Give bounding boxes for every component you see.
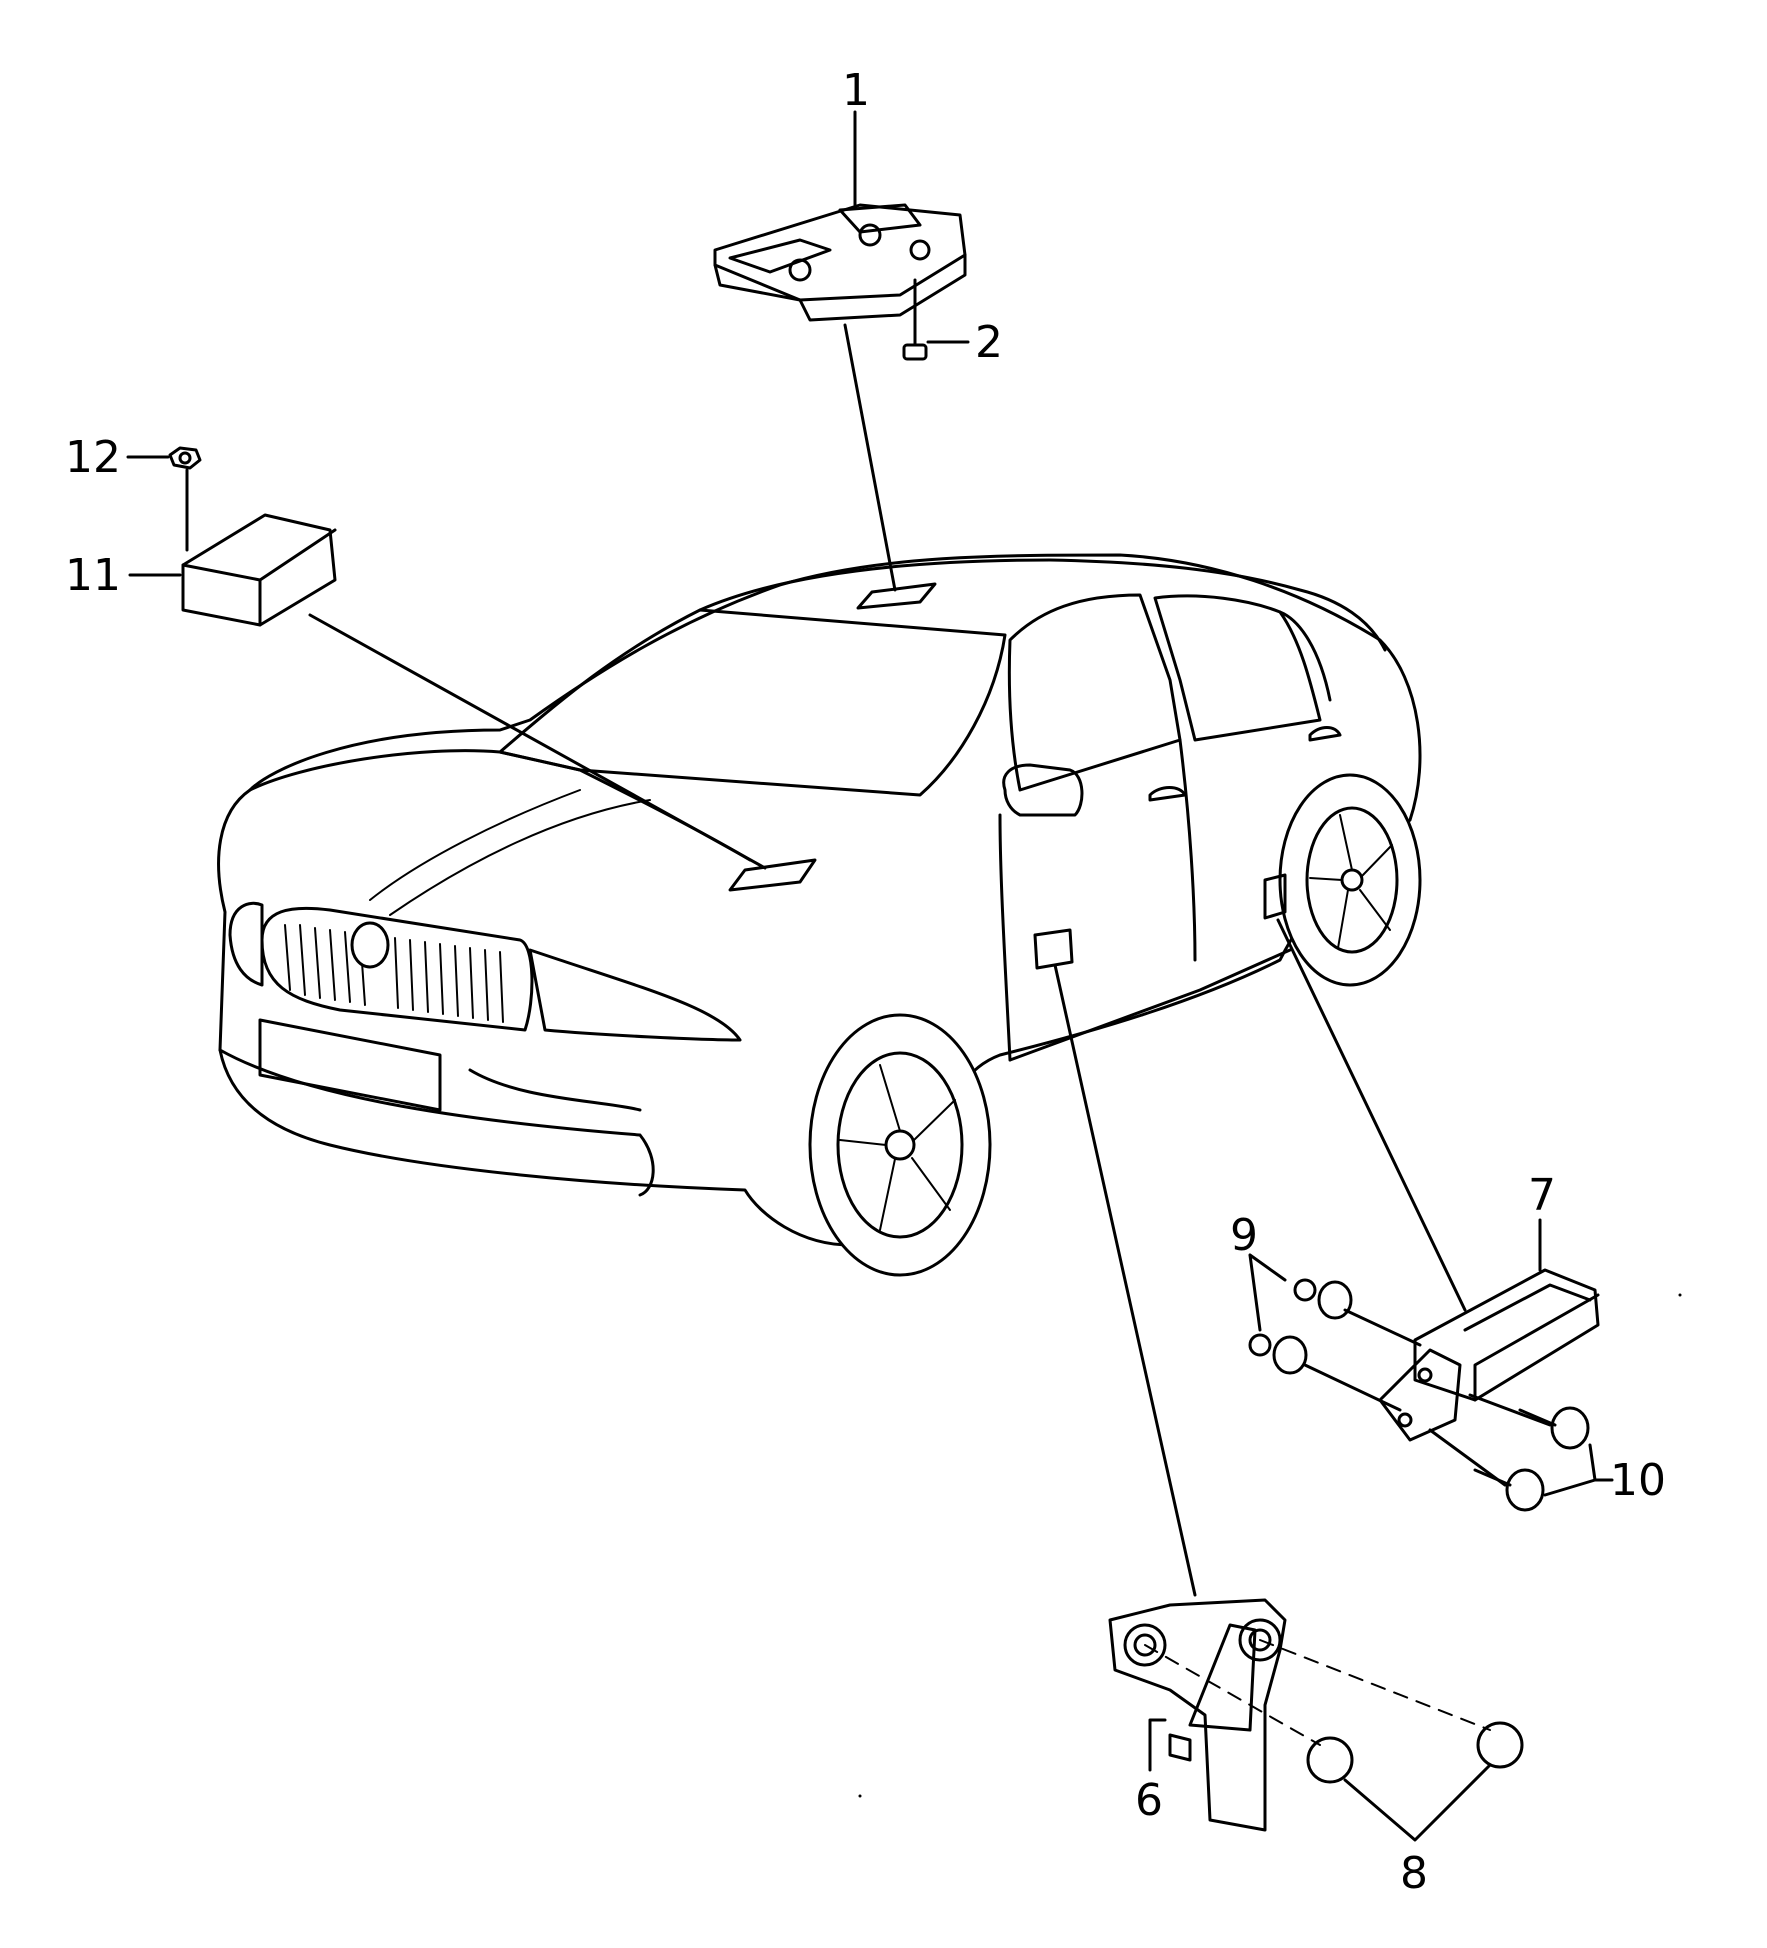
callout-7: 7 xyxy=(1528,1170,1556,1221)
part-8-plugs xyxy=(1306,1721,1524,1784)
callout-6: 6 xyxy=(1135,1775,1163,1826)
part-9-grommets xyxy=(1248,1278,1353,1375)
part-12-nut xyxy=(168,446,202,470)
callout-2: 2 xyxy=(975,317,1003,368)
callout-8: 8 xyxy=(1400,1848,1428,1899)
rear-side-window xyxy=(1153,594,1322,742)
leader-6 xyxy=(1148,1718,1167,1772)
hood-mount-mark xyxy=(728,858,817,892)
leader-7-to-car xyxy=(1276,918,1467,1312)
leader-lines xyxy=(126,110,1614,1842)
part-2-screw xyxy=(902,278,928,361)
leader-8-dash-a xyxy=(1144,1644,1321,1746)
headlight-right xyxy=(528,948,742,1042)
callout-9: 9 xyxy=(1230,1210,1258,1261)
leader-11-to-car xyxy=(308,613,767,870)
part-6-door-sensor xyxy=(1108,1598,1287,1832)
door-mount-mark xyxy=(1033,928,1074,970)
callout-12: 12 xyxy=(65,432,121,483)
roof-mount-mark xyxy=(856,582,937,610)
part-1-roof-unit xyxy=(713,203,967,322)
leader-1-to-car xyxy=(843,323,897,592)
leader-9 xyxy=(1248,1253,1287,1332)
leader-8-dash-b xyxy=(1259,1639,1491,1731)
badge-emblem xyxy=(350,921,390,969)
callout-10: 10 xyxy=(1610,1455,1666,1506)
leader-10 xyxy=(1543,1443,1614,1497)
windshield xyxy=(498,608,1007,797)
door-lines xyxy=(998,738,1292,1062)
leader-10-to-sensor xyxy=(1428,1393,1552,1487)
part-10-bolts xyxy=(1473,1406,1590,1512)
rear-wheel xyxy=(1278,773,1422,987)
leader-door-to-6 xyxy=(1053,963,1197,1597)
front-side-window xyxy=(1007,593,1182,792)
front-wheel xyxy=(808,1013,992,1277)
car-roof xyxy=(698,558,1387,652)
callout-11: 11 xyxy=(65,550,121,601)
sill-mount-mark xyxy=(1263,873,1287,920)
leader-9-to-sensor xyxy=(1303,1308,1422,1412)
part-11-control-box xyxy=(181,513,337,627)
callout-labels: 1 2 6 7 8 9 10 11 12 xyxy=(65,65,1666,1899)
part-7-sensor xyxy=(1378,1268,1600,1442)
front-bumper xyxy=(218,1048,655,1197)
license-plate xyxy=(258,1018,442,1112)
callout-1: 1 xyxy=(842,65,870,116)
hood xyxy=(248,749,752,862)
headlight-left xyxy=(228,901,264,987)
front-grille xyxy=(260,906,534,1032)
leader-8 xyxy=(1343,1763,1492,1842)
side-mirror xyxy=(1002,763,1084,817)
